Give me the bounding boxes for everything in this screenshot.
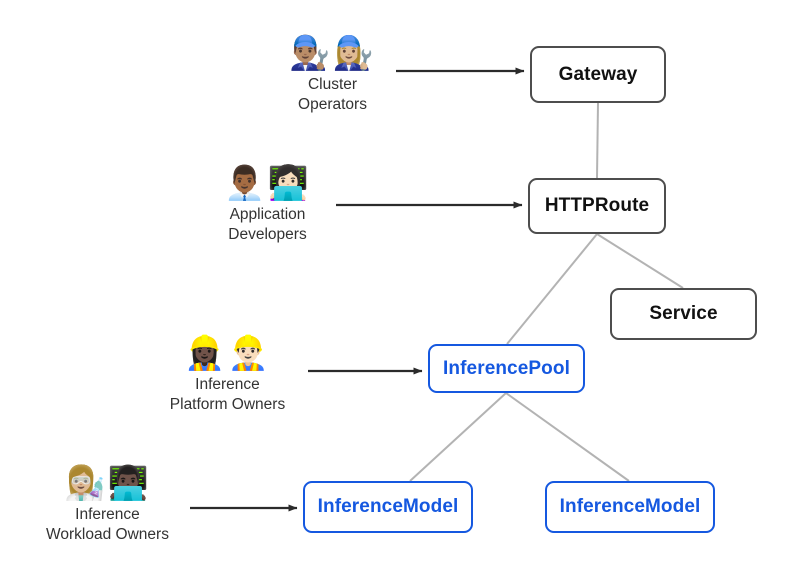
persona-application-developers: 👨🏾‍💼👩🏻‍💻 Application Developers [190, 163, 345, 245]
node-model1[interactable]: InferenceModel [303, 481, 473, 533]
node-service[interactable]: Service [610, 288, 757, 340]
persona-label: Application Developers [228, 206, 307, 243]
node-label: InferenceModel [559, 496, 701, 517]
node-model2[interactable]: InferenceModel [545, 481, 715, 533]
edge-pool-model2 [505, 392, 630, 482]
edge-httproute-pool [506, 233, 598, 345]
node-pool[interactable]: InferencePool [428, 344, 585, 393]
node-label: Gateway [558, 63, 638, 85]
node-httproute[interactable]: HTTPRoute [528, 178, 666, 234]
edge-httproute-service [596, 233, 684, 289]
node-label: HTTPRoute [544, 195, 650, 216]
node-label: InferencePool [443, 357, 570, 379]
developer-pair-emoji: 👨🏾‍💼👩🏻‍💻 [224, 164, 311, 201]
construction-worker-pair-emoji: 👷🏿‍♀️👷🏻‍♂️ [184, 334, 271, 371]
edge-pool-model1 [409, 392, 507, 482]
node-label: Service [649, 303, 718, 324]
scientist-technologist-pair-emoji: 👩🏼‍🔬👨🏿‍💻 [64, 464, 151, 501]
persona-label: Cluster Operators [298, 76, 367, 113]
edge-gateway-httproute [596, 102, 599, 179]
persona-cluster-operators: 👨🏽‍🔧👩🏼‍🔧 Cluster Operators [255, 33, 410, 115]
node-gateway[interactable]: Gateway [530, 46, 666, 103]
persona-label: Inference Platform Owners [169, 376, 286, 413]
persona-inference-workload-owners: 👩🏼‍🔬👨🏿‍💻 Inference Workload Owners [30, 463, 185, 545]
persona-arrows [190, 67, 525, 512]
persona-label: Inference Workload Owners [46, 506, 169, 543]
persona-inference-platform-owners: 👷🏿‍♀️👷🏻‍♂️ Inference Platform Owners [150, 333, 305, 415]
mechanic-pair-emoji: 👨🏽‍🔧👩🏼‍🔧 [289, 34, 376, 71]
node-label: InferenceModel [317, 496, 459, 517]
